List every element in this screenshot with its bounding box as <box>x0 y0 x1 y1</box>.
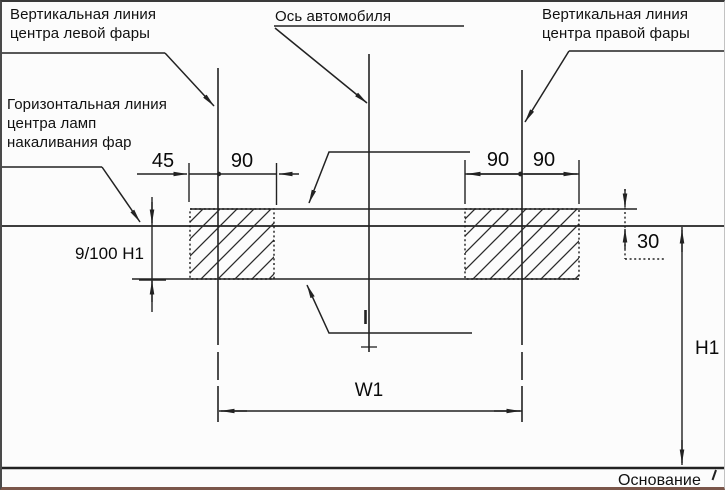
headlamp-zones <box>189 208 580 280</box>
right-callout-arrow <box>524 50 570 123</box>
dim-text-45: 45 <box>151 150 175 172</box>
label-lamp-center-horizontal-line: Горизонтальная линия центра ламп накалив… <box>7 96 167 151</box>
dim-node-dot <box>518 171 523 177</box>
right-headlamp-zone <box>464 208 580 280</box>
dim-text-90-right-outer: 90 <box>532 149 556 171</box>
dim-text-w1: W1 <box>354 380 384 401</box>
callout-leaders <box>2 25 724 334</box>
left-headlamp-zone <box>189 208 275 280</box>
beam-bottom-leader-arrow <box>306 284 472 334</box>
dim-text-h1: H1 <box>695 338 720 359</box>
label-base: Основание <box>618 472 701 489</box>
dim-node-dot <box>216 171 222 177</box>
label-left-headlight-vertical-line: Вертикальная линия центра левой фары <box>10 6 157 42</box>
dim-text-90-left: 90 <box>230 150 254 172</box>
horizontal-callout-arrow <box>101 166 141 223</box>
beam-top-leader-arrow <box>308 151 470 204</box>
base-line-tick <box>711 469 717 481</box>
axis-callout-arrow <box>274 27 368 104</box>
label-vehicle-axis: Ось автомобиля <box>275 8 392 25</box>
dimension-lines <box>137 160 717 481</box>
dim-text-90-right-inner: 90 <box>486 149 510 171</box>
label-right-headlight-vertical-line: Вертикальная линия центра правой фары <box>542 6 690 42</box>
left-callout-arrow <box>164 52 215 107</box>
dim-text-beam-drop: 9/100 H1 <box>75 244 144 263</box>
dim-text-30: 30 <box>637 231 660 253</box>
